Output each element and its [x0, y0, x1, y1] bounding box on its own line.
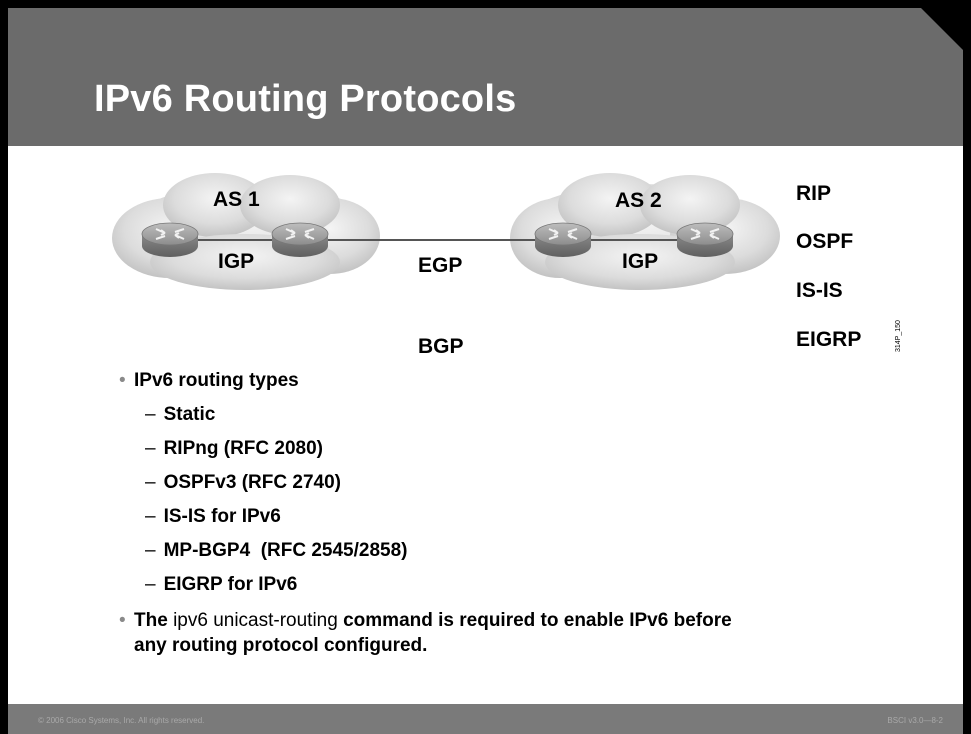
sub-item-ripng: –RIPng (RFC 2080) [145, 438, 323, 460]
footer-course-code: BSCI v3.0—8-2 [887, 716, 943, 725]
note-line2: any routing protocol configured. [134, 635, 428, 656]
sub-item-ospfv3: –OSPFv3 (RFC 2740) [145, 472, 341, 494]
egp-label: EGP [418, 254, 463, 277]
bullet-types-heading: IPv6 routing types [134, 370, 299, 391]
igp-label-as2: IGP [622, 250, 659, 273]
sub-item-label: Static [163, 404, 216, 425]
dash-icon: – [145, 472, 156, 493]
sub-item-label: OSPFv3 (RFC 2740) [163, 472, 341, 493]
note-part1: The [134, 610, 168, 631]
sub-item-isis: –IS-IS for IPv6 [145, 506, 281, 528]
sub-item-label: RIPng (RFC 2080) [163, 438, 323, 459]
as1-label: AS 1 [213, 188, 260, 211]
bullet-dot-icon: • [119, 610, 126, 631]
dash-icon: – [145, 574, 156, 595]
protocol-isis: IS-IS [796, 279, 843, 302]
title-bar: IPv6 Routing Protocols [8, 8, 963, 146]
sub-item-label: EIGRP for IPv6 [163, 574, 298, 595]
footer-bar: © 2006 Cisco Systems, Inc. All rights re… [8, 704, 963, 734]
bullet-dot-icon: • [119, 370, 126, 391]
note-command: ipv6 unicast-routing [173, 610, 338, 631]
dash-icon: – [145, 506, 156, 527]
sub-item-label: MP-BGP4 (RFC 2545/2858) [163, 540, 408, 561]
note-part2: command is required to enable IPv6 befor… [343, 610, 732, 631]
bgp-label: BGP [418, 335, 464, 358]
sub-item-mpbgp4: –MP-BGP4 (RFC 2545/2858) [145, 540, 408, 562]
as2-label: AS 2 [615, 189, 662, 212]
igp-label-as1: IGP [218, 250, 255, 273]
footer-copyright: © 2006 Cisco Systems, Inc. All rights re… [38, 716, 205, 725]
protocol-eigrp: EIGRP [796, 328, 862, 351]
dash-icon: – [145, 540, 156, 561]
slide-title: IPv6 Routing Protocols [94, 78, 517, 120]
bullet-note-line1: The ipv6 unicast-routing command is requ… [134, 610, 732, 632]
figure-code: 314P_150 [895, 320, 902, 352]
sub-item-label: IS-IS for IPv6 [163, 506, 281, 527]
protocol-rip: RIP [796, 182, 832, 205]
dash-icon: – [145, 404, 156, 425]
dash-icon: – [145, 438, 156, 459]
sub-item-eigrp: –EIGRP for IPv6 [145, 574, 297, 596]
sub-item-static: –Static [145, 404, 215, 426]
protocol-ospf: OSPF [796, 230, 854, 253]
